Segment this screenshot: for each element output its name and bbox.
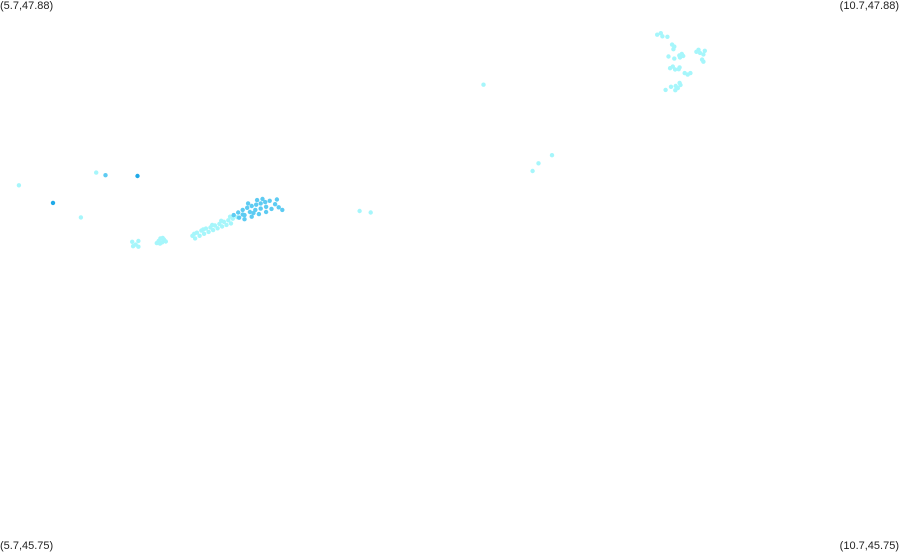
map-point xyxy=(227,214,233,219)
map-point xyxy=(660,34,665,39)
map-point xyxy=(163,239,168,244)
map-point xyxy=(224,222,229,228)
map-point xyxy=(192,231,197,236)
map-point xyxy=(130,244,136,249)
corner-label-top-right: (10.7,47.88) xyxy=(839,0,899,12)
map-point xyxy=(481,82,486,87)
map-point xyxy=(228,221,234,226)
map-point xyxy=(256,211,262,217)
map-point xyxy=(263,199,268,205)
map-point xyxy=(272,202,278,207)
map-point xyxy=(678,82,683,88)
map-point xyxy=(197,233,202,238)
map-point xyxy=(688,70,693,76)
map-point xyxy=(201,227,206,232)
map-point xyxy=(201,231,207,236)
map-point xyxy=(697,50,703,56)
map-point xyxy=(251,210,256,216)
map-point xyxy=(103,173,108,178)
map-point xyxy=(16,183,22,188)
corner-label-bottom-right: (10.7,45.75) xyxy=(839,540,899,552)
map-point xyxy=(368,210,373,215)
map-point xyxy=(274,197,280,202)
map-point xyxy=(254,202,259,207)
map-point xyxy=(263,209,269,215)
map-point xyxy=(210,222,215,228)
map-point xyxy=(672,67,678,72)
map-point xyxy=(78,215,84,220)
map-point xyxy=(663,87,668,93)
map-point xyxy=(231,212,236,218)
map-point xyxy=(536,161,541,166)
map-point xyxy=(206,229,211,235)
map-point xyxy=(258,201,263,206)
map-point xyxy=(136,238,141,244)
map-point xyxy=(701,52,706,57)
map-point xyxy=(240,212,245,217)
map-point xyxy=(94,170,99,175)
map-point xyxy=(668,84,674,90)
map-point xyxy=(160,235,165,241)
map-point xyxy=(671,47,676,52)
map-point xyxy=(210,227,216,233)
map-point xyxy=(249,203,254,209)
map-point xyxy=(236,210,241,215)
map-point xyxy=(701,59,706,64)
map-point xyxy=(258,206,263,211)
map-point xyxy=(269,206,274,212)
corner-label-bottom-left: (5.7,45.75) xyxy=(0,540,54,552)
map-point xyxy=(136,244,141,249)
map-point xyxy=(192,236,198,241)
map-point xyxy=(672,56,677,61)
map-point xyxy=(673,88,678,93)
map-point xyxy=(135,173,140,179)
map-point xyxy=(219,218,224,223)
map-point xyxy=(254,197,260,203)
map-point xyxy=(236,215,242,220)
map-point xyxy=(267,198,272,203)
map-point xyxy=(677,55,683,60)
map-point xyxy=(242,217,247,222)
map-point xyxy=(263,204,269,209)
map-point xyxy=(249,214,254,219)
map-point xyxy=(666,54,671,59)
map-point xyxy=(280,207,285,213)
map-point xyxy=(530,168,535,174)
map-point xyxy=(357,208,362,214)
map-point xyxy=(702,48,707,53)
map-point xyxy=(665,34,670,39)
map-point xyxy=(50,200,56,206)
map-point xyxy=(549,153,555,158)
map-point xyxy=(245,205,250,210)
map-point xyxy=(247,209,253,215)
map-point xyxy=(240,207,245,213)
map-point xyxy=(260,196,265,202)
map-point xyxy=(130,239,135,244)
points-layer xyxy=(16,31,707,249)
map-point xyxy=(215,226,220,231)
map-point xyxy=(219,224,225,229)
corner-label-top-left: (5.7,47.88) xyxy=(0,0,54,12)
map-point xyxy=(655,32,660,37)
map-point xyxy=(157,241,163,246)
map-point xyxy=(276,205,281,210)
map-point xyxy=(226,218,231,223)
map-point xyxy=(245,201,251,206)
map-point xyxy=(677,65,682,70)
